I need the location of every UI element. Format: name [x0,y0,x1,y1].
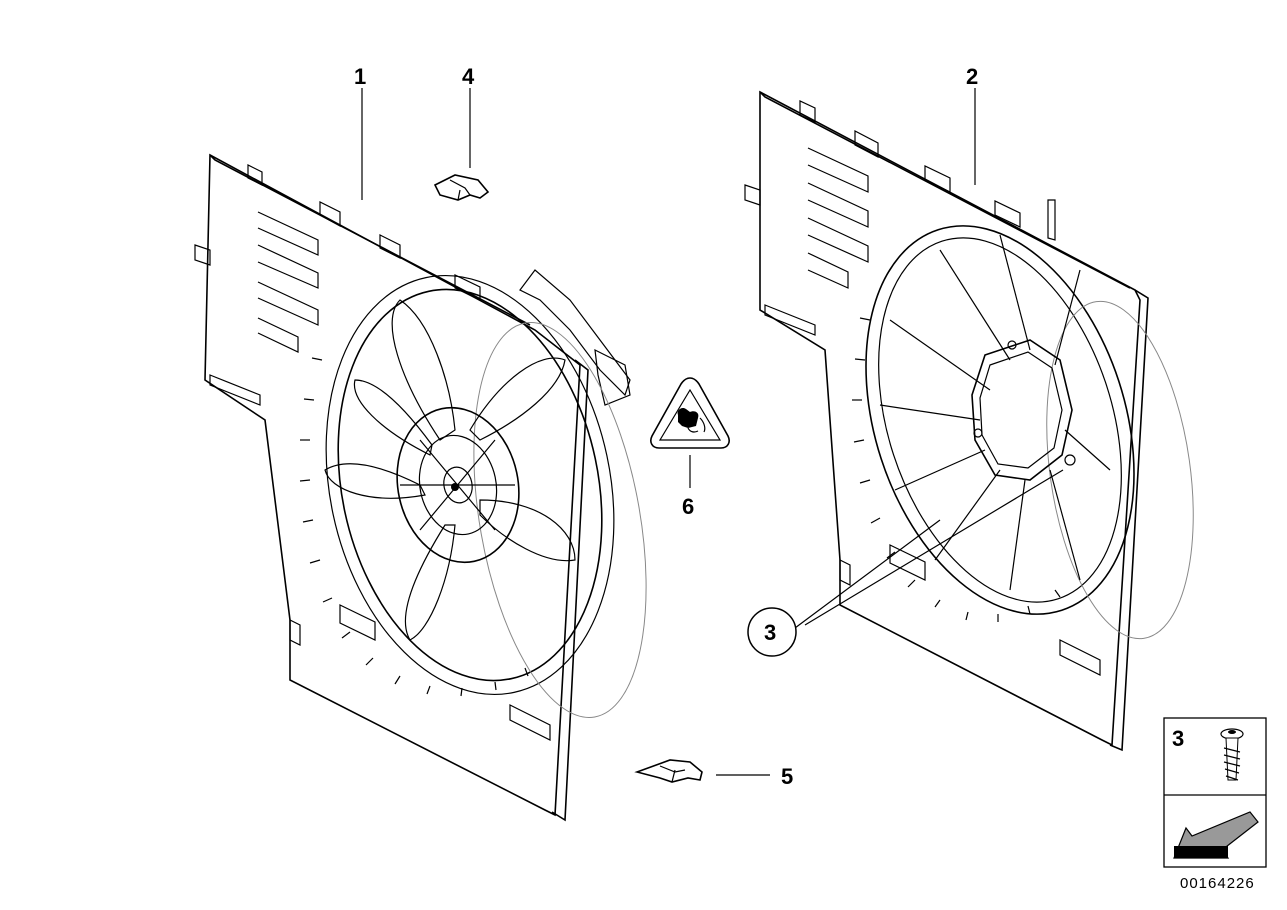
callout-5: 5 [781,764,793,789]
screw-icon [1220,728,1244,781]
callout-2: 2 [966,64,978,89]
legend-box: 3 [1163,717,1267,868]
diagram-reference-number: 00164226 [1180,875,1255,892]
callout-3-circle: 3 [747,607,797,657]
legend-screw-number: 3 [1172,726,1184,751]
clip-5-drawing[interactable] [634,759,703,783]
callout-3: 3 [764,620,776,645]
callout-6: 6 [682,494,694,519]
fan-shroud-assembly-1[interactable] [194,153,674,822]
fan-shroud-assembly-2[interactable] [744,90,1213,752]
callout-4: 4 [462,64,475,89]
warning-label-6-drawing[interactable] [650,377,730,449]
callout-1: 1 [354,64,366,89]
leader-lines [361,88,1064,776]
clip-4-drawing[interactable] [433,174,490,201]
direction-arrow-icon [1173,811,1259,859]
